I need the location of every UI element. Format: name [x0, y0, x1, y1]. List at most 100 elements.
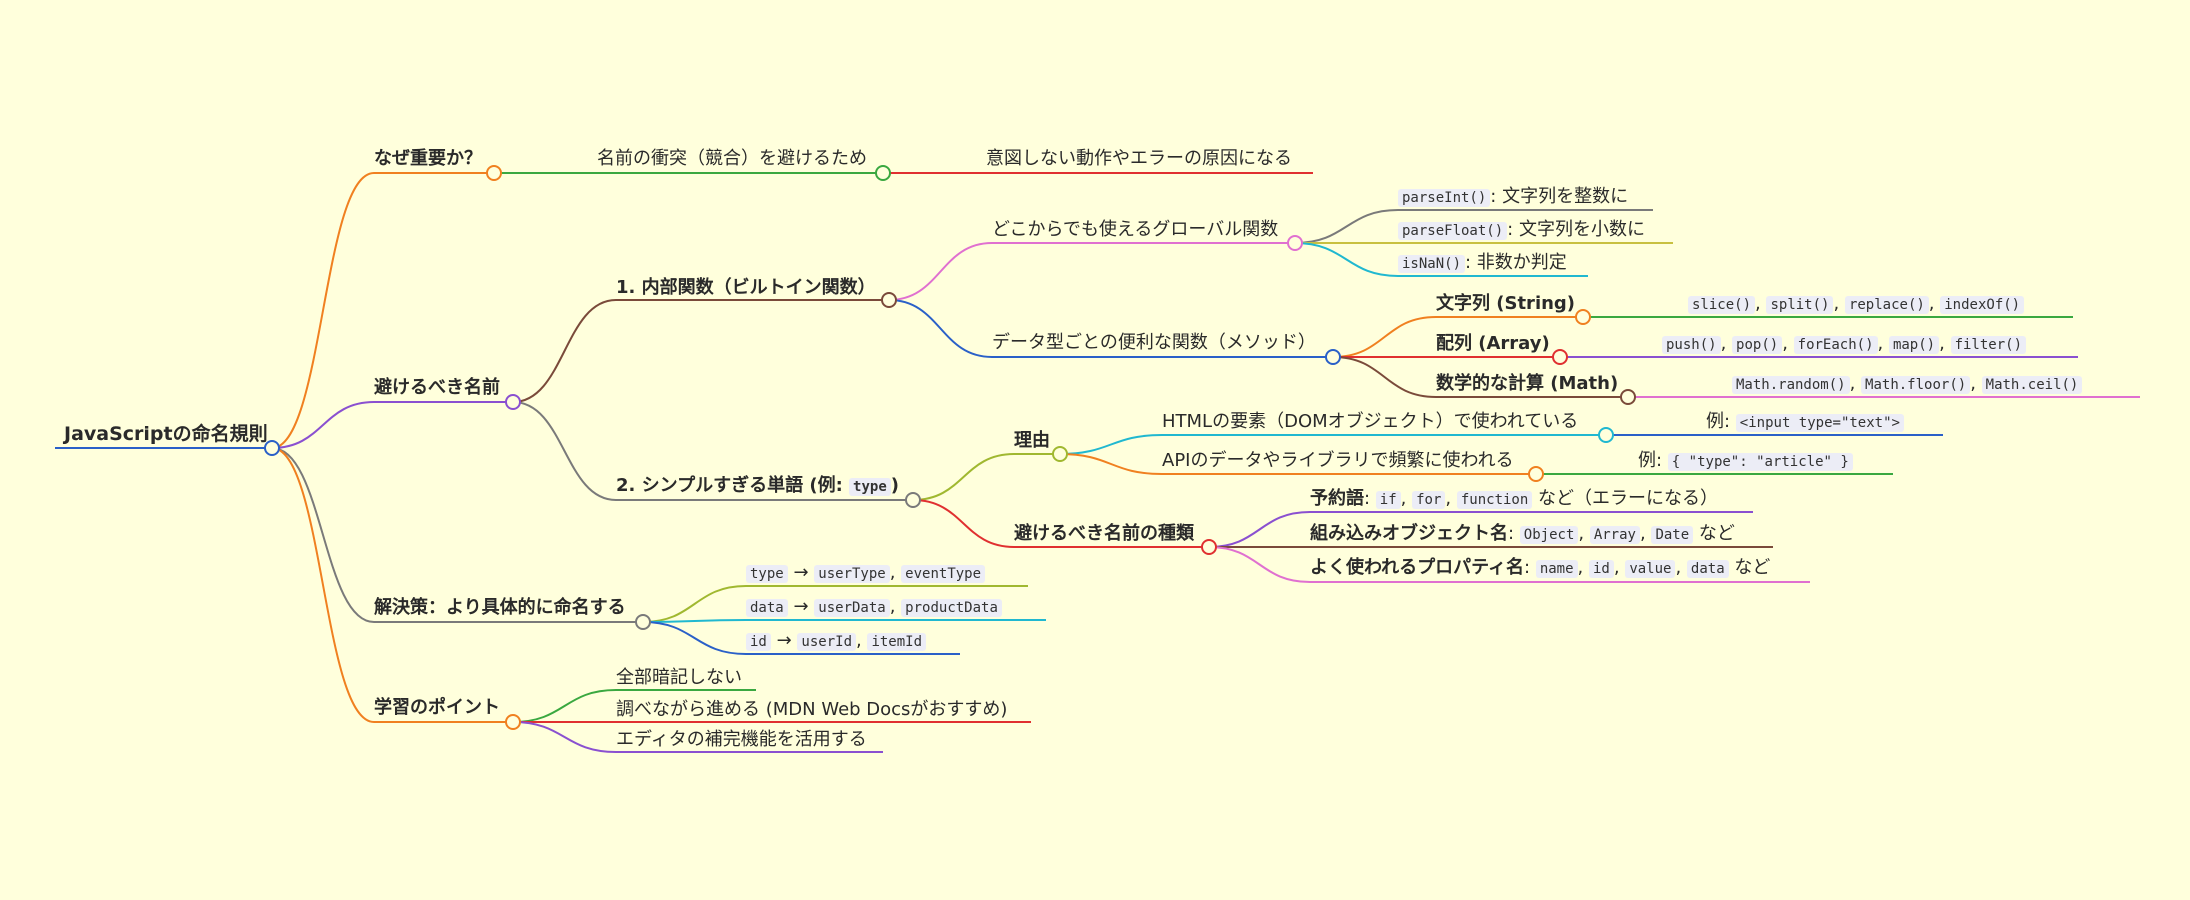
root-node[interactable]: JavaScriptの命名規則 [64, 422, 268, 446]
root-label: JavaScriptの命名規則 [64, 423, 268, 445]
edge-solution-type [642, 585, 747, 623]
code-userdata: userData [814, 599, 890, 617]
avoid-kinds-label: 避けるべき名前の種類 [1014, 523, 1194, 544]
code-array: Array [1589, 526, 1640, 544]
edge-learning-1 [512, 689, 617, 723]
code-push: push() [1662, 336, 1721, 354]
node-api-data[interactable]: APIのデータやライブラリで頻繁に使われる [1162, 449, 1514, 473]
code-math-floor: Math.floor() [1861, 376, 1971, 394]
edge-reason-api [1059, 453, 1163, 475]
node-avoid-names[interactable]: 避けるべき名前 [374, 376, 500, 400]
reason-toggle-dot[interactable] [1052, 446, 1068, 462]
node-builtin-objects[interactable]: 組み込みオブジェクト名: Object, Array, Date など [1310, 523, 1735, 544]
node-mapping-data[interactable]: data → userData, productData [746, 595, 1002, 620]
node-global-functions[interactable]: どこからでも使えるグローバル関数 [992, 218, 1278, 242]
code-userid: userId [797, 633, 856, 651]
edge-root-avoid [271, 401, 375, 449]
code-name: name [1535, 560, 1578, 578]
node-array[interactable]: 配列 (Array) [1436, 332, 1550, 356]
code-from-data: data [746, 599, 788, 617]
node-string[interactable]: 文字列 (String) [1436, 292, 1575, 316]
node-isnan[interactable]: isNaN(): 非数か判定 [1398, 251, 1567, 276]
api-data-label: APIのデータやライブラリで頻繁に使われる [1162, 450, 1514, 471]
code-eventtype: eventType [901, 565, 986, 583]
node-learning[interactable]: 学習のポイント [374, 696, 500, 720]
code-split: split() [1766, 296, 1834, 314]
code-date: Date [1651, 526, 1694, 544]
avoid-toggle-dot[interactable] [505, 394, 521, 410]
global-label: どこからでも使えるグローバル関数 [992, 219, 1279, 240]
code-data: data [1686, 560, 1729, 578]
node-name-collision[interactable]: 名前の衝突（競合）を避けるため [597, 147, 867, 171]
node-builtin-functions[interactable]: 1. 内部関数（ビルトイン関数） [616, 276, 876, 300]
node-why-important[interactable]: なぜ重要か？ [374, 147, 482, 171]
node-learning-item-1[interactable]: 全部暗記しない [616, 667, 742, 688]
cause-label: 意図しない動作やエラーの原因になる [986, 148, 1292, 169]
global-toggle-dot[interactable] [1287, 235, 1303, 251]
edge-root-learning [271, 447, 375, 723]
node-error-cause[interactable]: 意図しない動作やエラーの原因になる [986, 147, 1292, 171]
code-filter: filter() [1950, 336, 2026, 354]
node-parsefloat[interactable]: parseFloat(): 文字列を小数に [1398, 218, 1645, 243]
node-learning-item-3[interactable]: エディタの補完機能を活用する [616, 729, 867, 750]
kinds-toggle-dot[interactable] [1201, 539, 1217, 555]
methods-label: データ型ごとの便利な関数（メソッド） [992, 332, 1316, 353]
array-toggle-dot[interactable] [1552, 349, 1568, 365]
learning-label: 学習のポイント [374, 697, 500, 718]
node-math[interactable]: 数学的な計算 (Math) [1436, 372, 1618, 396]
code-if: if [1375, 491, 1401, 509]
code-parseint: parseInt() [1398, 189, 1491, 207]
solution-toggle-dot[interactable] [635, 614, 651, 630]
node-methods[interactable]: データ型ごとの便利な関数（メソッド） [992, 331, 1316, 355]
api-toggle-dot[interactable] [1528, 466, 1544, 482]
edge-avoid-simple [512, 401, 617, 501]
arrow-right-icon: → [793, 596, 809, 617]
node-array-methods[interactable]: push(), pop(), forEach(), map(), filter(… [1662, 332, 2026, 357]
collision-toggle-dot[interactable] [875, 165, 891, 181]
node-reason[interactable]: 理由 [1014, 429, 1050, 453]
node-solution[interactable]: 解決策：より具体的に命名する [374, 596, 626, 620]
node-avoid-kinds[interactable]: 避けるべき名前の種類 [1014, 522, 1194, 546]
node-parseint[interactable]: parseInt(): 文字列を整数に [1398, 185, 1628, 210]
simple-label-prefix: 2. シンプルすぎる単語 (例: [616, 475, 850, 496]
string-label: 文字列 (String) [1436, 293, 1576, 314]
code-slice: slice() [1688, 296, 1756, 314]
node-html-dom[interactable]: HTMLの要素（DOMオブジェクト）で使われている [1162, 410, 1578, 434]
builtin-objects-label: 組み込みオブジェクト名 [1310, 523, 1508, 544]
math-toggle-dot[interactable] [1620, 389, 1636, 405]
node-string-methods[interactable]: slice(), split(), replace(), indexOf() [1688, 292, 2025, 317]
string-toggle-dot[interactable] [1575, 309, 1591, 325]
builtin-toggle-dot[interactable] [881, 292, 897, 308]
node-reserved-words[interactable]: 予約語: if, for, function など（エラーになる） [1310, 488, 1719, 509]
isnan-desc: : 非数か判定 [1465, 252, 1567, 273]
edge-builtin-methods [888, 299, 993, 358]
edge-builtin-global [888, 242, 993, 301]
simple-toggle-dot[interactable] [905, 492, 921, 508]
edge-global-parseint [1294, 209, 1399, 244]
node-api-example[interactable]: 例: { "type": "article" } [1638, 449, 1853, 474]
code-value: value [1625, 560, 1676, 578]
code-type: type [849, 478, 891, 496]
node-html-example[interactable]: 例: <input type="text"> [1706, 410, 1904, 435]
edge-reason-html [1059, 434, 1163, 455]
node-mapping-type[interactable]: type → userType, eventType [746, 561, 986, 586]
node-common-props[interactable]: よく使われるプロパティ名: name, id, value, data など [1310, 557, 1771, 578]
node-simple-words[interactable]: 2. シンプルすぎる単語 (例: type) [616, 474, 899, 499]
node-learning-item-2[interactable]: 調べながら進める (MDN Web Docsがおすすめ) [616, 699, 1008, 720]
methods-toggle-dot[interactable] [1325, 349, 1341, 365]
node-math-methods[interactable]: Math.random(), Math.floor(), Math.ceil() [1732, 372, 2083, 397]
code-replace: replace() [1844, 296, 1929, 314]
code-isnan: isNaN() [1398, 255, 1466, 273]
why-toggle-dot[interactable] [486, 165, 502, 181]
code-productdata: productData [901, 599, 1002, 617]
reserved-label: 予約語 [1310, 488, 1364, 509]
node-mapping-id[interactable]: id → userId, itemId [746, 629, 927, 654]
code-indexof: indexOf() [1940, 296, 2025, 314]
learning-toggle-dot[interactable] [505, 714, 521, 730]
root-toggle-dot[interactable] [264, 440, 280, 456]
parseint-desc: : 文字列を整数に [1490, 186, 1629, 207]
reason-label: 理由 [1014, 430, 1050, 451]
code-for: for [1412, 491, 1446, 509]
html-toggle-dot[interactable] [1598, 427, 1614, 443]
